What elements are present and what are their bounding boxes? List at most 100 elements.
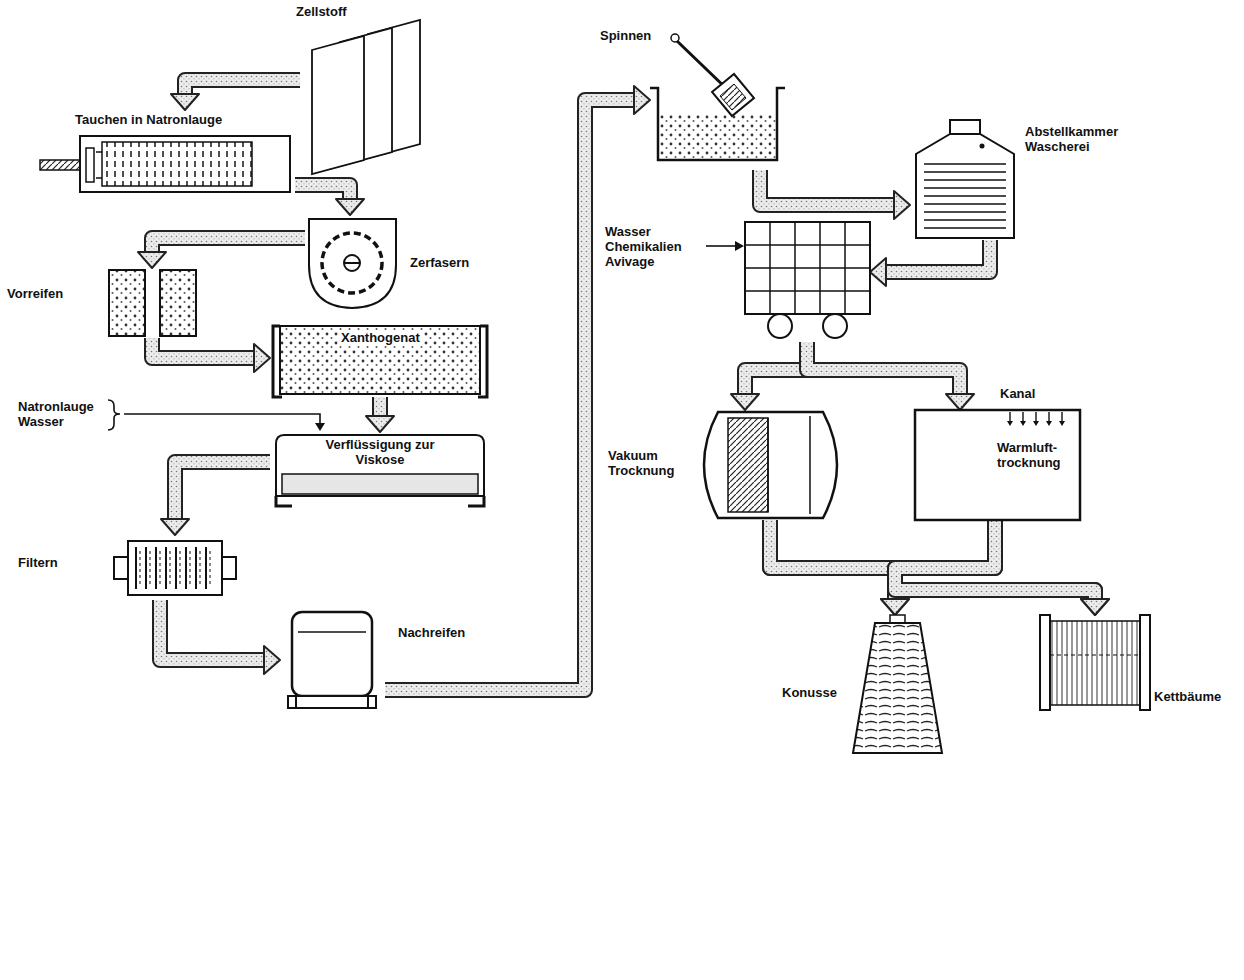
arrow-outline [770,520,1095,601]
warp-beam: Kettbäume [1040,615,1150,710]
arrow-outline [745,342,807,396]
spinning-bath: Spinnen [650,60,785,170]
cone-package-drawing [850,615,945,755]
arrow-outline [185,80,300,96]
arrow-body [152,338,256,358]
stage-label: Wasser Chemikalien Avivage [605,224,701,269]
arrow-head [946,394,974,410]
arrow-body [895,520,1095,601]
stage-label: Xanthogenat [338,330,423,345]
pulp-sheets-drawing [300,10,420,175]
filter-press: Filtern [110,535,240,600]
arrow-body [807,342,960,396]
stage-label: Filtern [18,555,58,570]
flow-arrow [138,238,305,268]
stage-label: Nachreifen [398,625,465,640]
washing-rack-drawing [745,222,870,342]
arrow-head [264,646,280,674]
flow-arrow [770,520,1109,615]
arrow-head [254,344,270,372]
stage-label: Kettbäume [1154,689,1221,704]
stage-label: Zellstoff [296,4,347,19]
washing-rack: Wasser Chemikalien Avivage [745,222,870,342]
feed-bracket [108,400,320,430]
flow-arrow [870,240,990,286]
cone-package: Konusse [850,615,945,755]
stage-label: Konusse [782,685,837,700]
arrow-outline [895,520,1095,601]
vacuum-dryer-drawing [688,410,853,520]
stage-label: Abstellkammer Wascherei [1025,124,1135,154]
filter-press-drawing [110,535,240,600]
arrow-head [1081,599,1109,615]
pre-ageing-cans-drawing [105,268,200,338]
storage-chamber-drawing [910,120,1020,240]
arrow-body [160,600,266,660]
arrow-head [161,519,189,535]
arrow-outline [372,397,388,418]
arrow-head [1081,599,1109,615]
stage-label: Zerfasern [410,255,469,270]
ripening-vessel: Nachreifen [280,610,385,710]
storage-chamber: Abstellkammer Wascherei [910,120,1020,240]
arrow-body [884,240,990,272]
stage-label: Vorreifen [7,286,63,301]
steeping-press: Tauchen in Natronlauge [40,110,295,195]
arrow-outline [152,338,256,358]
flow-arrow [152,338,270,372]
arrow-outline [152,238,305,254]
arrow-body [175,462,270,521]
arrow-outline [760,170,896,205]
arrow-outline [807,342,960,396]
arrow-head [881,599,909,615]
xanthation-drum: Xanthogenat [270,322,490,397]
flow-arrow [731,342,807,410]
warp-beam-drawing [1040,615,1150,710]
flow-arrow [161,462,270,535]
flow-arrow [760,170,910,219]
stage-label: Tauchen in Natronlauge [75,112,222,127]
arrow-body [770,520,1095,601]
vacuum-dryer: Vakuum Trocknung [688,410,853,520]
arrow-head [366,416,394,432]
arrow-body [374,397,386,418]
stage-label: Verflüssigung zur Viskose [320,437,440,467]
stage-label: Warmluft- trocknung [997,440,1075,470]
arrow-body [760,170,896,205]
arrow-head [881,599,909,615]
arrow-body [745,342,807,396]
pre-ageing-cans: Vorreifen [105,268,200,338]
flow-arrow [807,342,974,410]
arrow-body [185,80,300,96]
dissolving-tank: Verflüssigung zur Viskose [270,432,490,507]
arrow-head [731,394,759,410]
flow-arrow [160,600,280,674]
shredder-drawing [305,215,400,310]
arrow-head [171,94,199,110]
flow-arrow [295,185,364,215]
hot-air-dryer: KanalWarmluft- trocknung [915,410,1080,520]
arrow-head [138,252,166,268]
feed-arrowhead [315,423,325,431]
flow-arrow [171,80,300,110]
input-arrow [706,241,744,251]
arrow-outline [160,600,266,660]
arrow-head [634,86,650,114]
pulp-sheets: Zellstoff [300,10,420,175]
arrow-body [152,238,305,254]
ripening-vessel-drawing [280,610,385,710]
arrow-outline [884,240,990,272]
stage-label: Kanal [1000,386,1035,401]
arrow-head [870,258,886,286]
spinning-bath-drawing [650,60,785,170]
flow-arrow [366,397,394,432]
arrow-head [894,191,910,219]
arrow-outline [175,462,270,521]
input-label: Natronlauge Wasser [18,399,108,429]
flow-arrow [895,520,1109,615]
shredder: Zerfasern [305,215,400,310]
stage-label: Spinnen [600,28,651,43]
stage-label: Vakuum Trocknung [608,448,684,478]
arrow-head [336,199,364,215]
